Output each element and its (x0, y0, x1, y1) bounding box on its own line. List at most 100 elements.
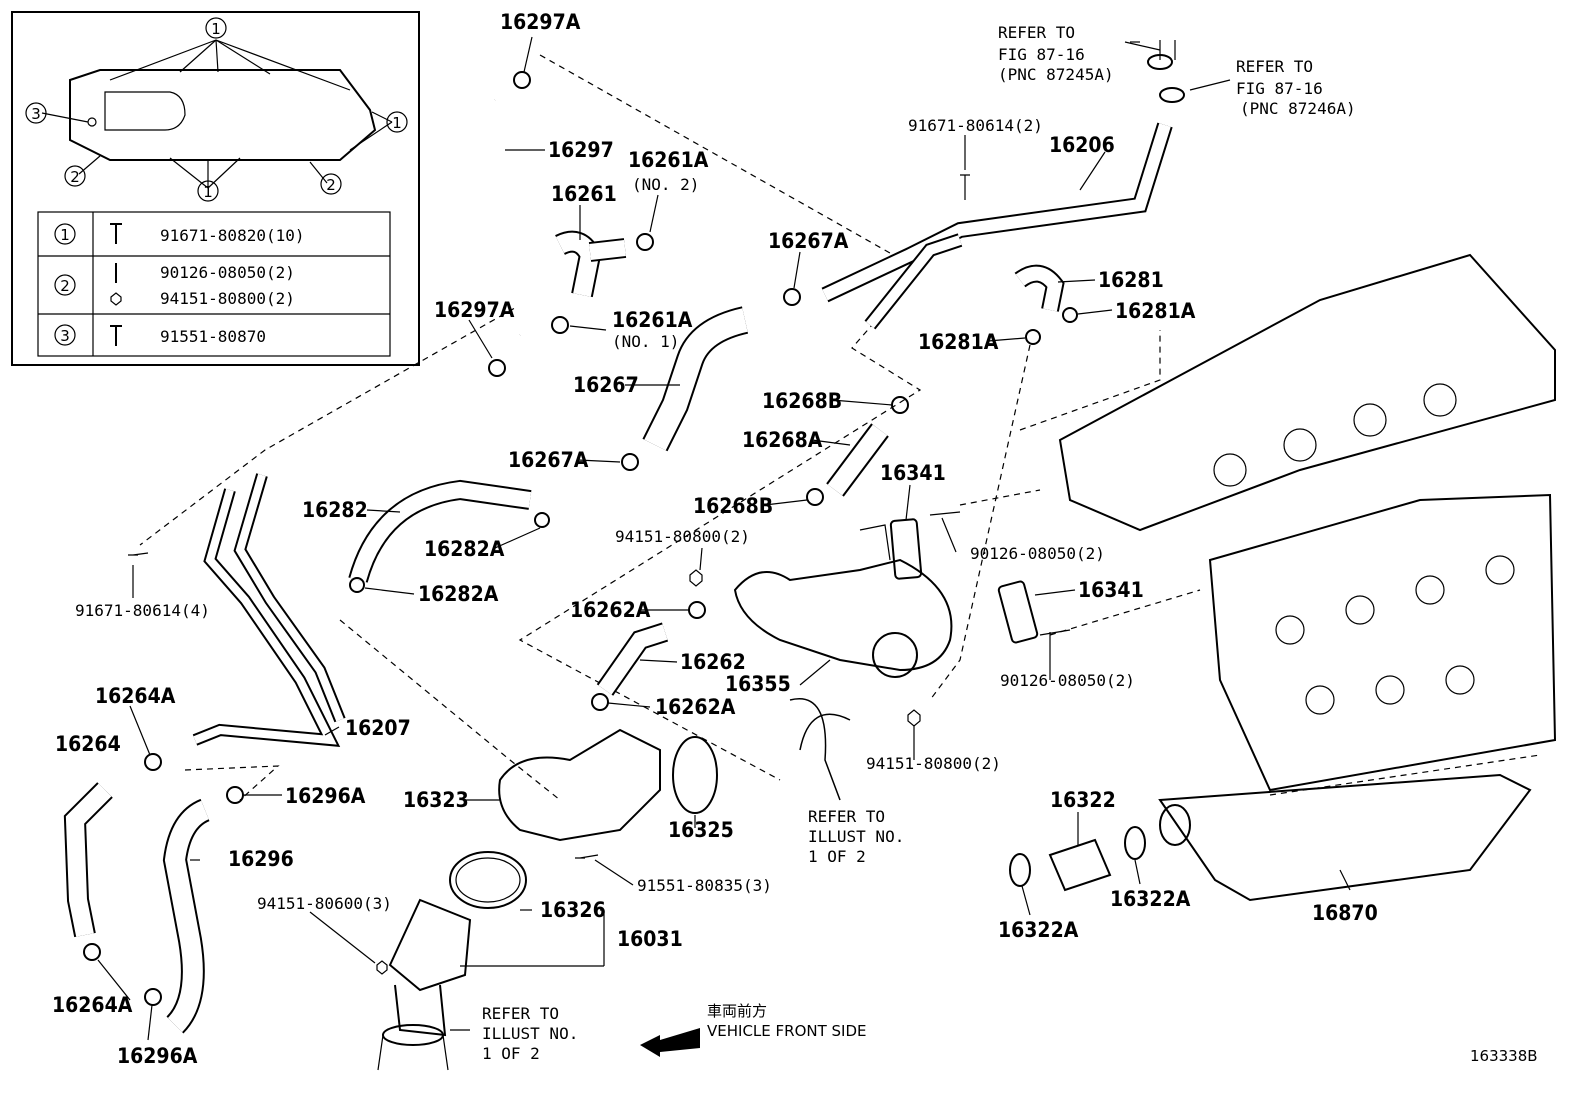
bolt-icon (960, 174, 970, 200)
label-16206: 16206 (1049, 133, 1115, 157)
callout-2-icon (320, 173, 342, 195)
label-16267: 16267 (573, 373, 639, 397)
fastener-icons (128, 174, 1071, 975)
clamp-icon (806, 488, 824, 506)
gasket-16341-icon (889, 518, 923, 580)
label-16264A: 16264A (95, 684, 176, 708)
svg-text:2: 2 (326, 176, 336, 194)
fastener-table (37, 211, 391, 357)
svg-text:1 OF 2: 1 OF 2 (808, 847, 866, 866)
svg-text:(PNC 87245A): (PNC 87245A) (998, 65, 1114, 84)
label-16326: 16326 (540, 898, 606, 922)
label-16322A: 16322A (1110, 887, 1191, 911)
nut-icon (689, 569, 703, 587)
svg-text:1: 1 (60, 226, 70, 244)
bolt-icon (110, 223, 122, 244)
part-labels: 16297A 16297 16297A 16261 16261A (NO. 2)… (52, 10, 1538, 1068)
label-16355: 16355 (725, 672, 791, 696)
callout-1-icon (386, 111, 408, 133)
label-16297A: 16297A (434, 298, 515, 322)
clamp-icon (144, 988, 162, 1006)
o-ring-icon (1124, 826, 1146, 860)
clamp-icon (783, 288, 801, 306)
svg-text:ILLUST NO.: ILLUST NO. (808, 827, 904, 846)
svg-text:3: 3 (60, 327, 70, 345)
label-91551-80835: 91551-80835(3) (637, 876, 772, 895)
svg-text:FIG 87-16: FIG 87-16 (1236, 79, 1323, 98)
label-16296: 16296 (228, 847, 294, 871)
gasket-icon (69, 69, 377, 161)
label-16261: 16261 (551, 182, 617, 206)
clamp-icon (551, 316, 569, 334)
label-16281: 16281 (1098, 268, 1164, 292)
water-outlet-16355 (733, 558, 953, 672)
svg-text:ILLUST NO.: ILLUST NO. (482, 1024, 578, 1043)
label-16264A: 16264A (52, 993, 133, 1017)
bolt-icon (575, 854, 599, 859)
label-90126-08050: 90126-08050(2) (1000, 671, 1135, 690)
label-94151-80800: 94151-80800(2) (615, 527, 750, 546)
clamp-icon (349, 577, 365, 593)
figure-number: 163338B (1470, 1047, 1538, 1065)
nut-icon (110, 292, 122, 306)
label-16296A: 16296A (117, 1044, 198, 1068)
bolt-icon (128, 552, 149, 556)
label-16323: 16323 (403, 788, 469, 812)
clamp-icon (1025, 329, 1041, 345)
svg-text:1: 1 (203, 183, 213, 201)
svg-text:1 OF 2: 1 OF 2 (482, 1044, 540, 1063)
clamp-icon (621, 453, 639, 471)
label-16262: 16262 (680, 650, 746, 674)
pipe-end-icon (1159, 87, 1185, 103)
clamp-icons (83, 71, 1078, 1006)
nut-icon (376, 960, 388, 975)
label-16261A: 16261A (628, 148, 709, 172)
label-16325: 16325 (668, 818, 734, 842)
callout-2-icon (64, 165, 86, 187)
label-16262A: 16262A (570, 598, 651, 622)
label-90126-08050: 90126-08050(2) (970, 544, 1105, 563)
label-91671-80614-4: 91671-80614(4) (75, 601, 210, 620)
svg-text:1: 1 (211, 20, 221, 38)
stud-icon (929, 511, 961, 516)
clamp-icon (226, 786, 244, 804)
clamp-icon (591, 693, 609, 711)
housing-16323 (498, 728, 661, 842)
clamp-icon (636, 233, 654, 251)
clamp-icon (891, 396, 909, 414)
svg-text:2: 2 (60, 277, 70, 295)
clamp-icon (688, 601, 706, 619)
clamp-icon (144, 753, 162, 771)
thermostat-16031 (388, 898, 472, 992)
label-16207: 16207 (345, 716, 411, 740)
label-16268B: 16268B (762, 389, 842, 413)
bolt-icon (110, 325, 122, 346)
label-94151-80800: 94151-80800(2) (866, 754, 1001, 773)
svg-text:2: 2 (70, 168, 80, 186)
refer-fig-2: REFER TO (1236, 57, 1313, 76)
label-16282A: 16282A (418, 582, 499, 606)
front-arrow-icon (640, 1028, 700, 1057)
cover-16870 (1158, 773, 1532, 902)
label-16268A: 16268A (742, 428, 823, 452)
seal-16326 (449, 851, 527, 909)
label-16262A: 16262A (655, 695, 736, 719)
label-16282: 16282 (302, 498, 368, 522)
inset-panel: 1 1 1 3 2 2 1 91671-80820(10) 2 90126-08… (11, 11, 420, 366)
label-16282A: 16282A (424, 537, 505, 561)
pipe-end-icon (1147, 54, 1173, 70)
cylinder-head-left (1208, 493, 1557, 792)
table-part: 94151-80800(2) (160, 289, 295, 308)
label-94151-80600: 94151-80600(3) (257, 894, 392, 913)
callout-1-icon (197, 180, 219, 202)
label-16267A: 16267A (768, 229, 849, 253)
refer-illust-2: REFER TO (808, 807, 885, 826)
clamp-icon (488, 359, 506, 377)
svg-text:(PNC 87246A): (PNC 87246A) (1240, 99, 1356, 118)
label-16297A: 16297A (500, 10, 581, 34)
label-16281A: 16281A (1115, 299, 1196, 323)
label-16322A: 16322A (998, 918, 1079, 942)
table-part: 91671-80820(10) (160, 226, 305, 245)
refer-illust-1: REFER TO (482, 1004, 559, 1023)
